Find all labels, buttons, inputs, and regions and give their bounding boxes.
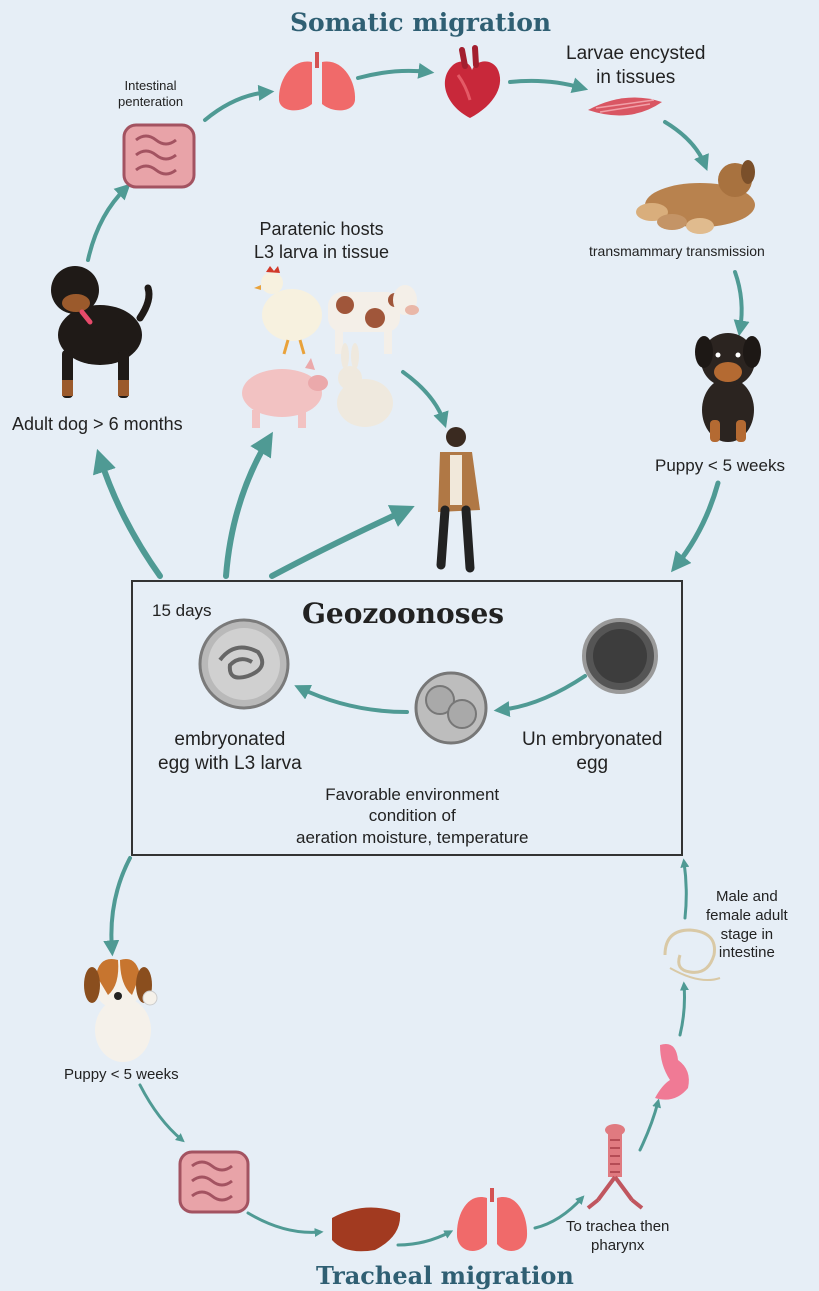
label-intestinal-penetration: Intestinal penteration: [118, 78, 183, 111]
label-favorable-environment: Favorable environment condition of aerat…: [296, 784, 528, 848]
label-trachea-pharynx: To trachea then pharynx: [566, 1218, 669, 1256]
arrow-nursing-to-puppy: [735, 272, 742, 330]
label-male-female-adult: Male and female adult stage in intestine: [706, 888, 788, 963]
human-icon: [438, 427, 480, 568]
beagle-puppy-icon: [84, 959, 157, 1062]
rottweiler-icon: [51, 266, 149, 398]
label-embryonated-egg: embryonated egg with L3 larva: [158, 728, 302, 776]
arrow-intestine-to-liver: [248, 1213, 320, 1232]
label-adult-dog: Adult dog > 6 months: [12, 413, 183, 436]
cow-icon: [328, 285, 419, 354]
somatic-migration-title: Somatic migration: [290, 8, 551, 37]
tracheal-migration-title: Tracheal migration: [316, 1261, 574, 1290]
arrow-dog-to-intestine: [88, 188, 126, 260]
arrow-intestine-to-lungs: [205, 92, 268, 120]
label-transmammary: transmammary transmission: [589, 243, 765, 261]
label-puppy-top: Puppy < 5 weeks: [655, 455, 785, 476]
arrow-box-to-dog: [100, 458, 160, 576]
nursing-dog-icon: [636, 160, 755, 234]
geozoonoses-title: Geozoonoses: [302, 597, 504, 630]
rabbit-icon: [337, 343, 393, 427]
label-puppy-bottom: Puppy < 5 weeks: [64, 1066, 179, 1085]
arrow-liver-to-lungs: [398, 1232, 450, 1245]
muscle-icon: [588, 98, 662, 116]
label-larvae-encysted: Larvae encysted in tissues: [566, 42, 705, 90]
label-paratenic-hosts: Paratenic hosts L3 larva in tissue: [254, 218, 389, 263]
hen-icon: [254, 266, 322, 354]
label-unembryonated-egg: Un embryonated egg: [522, 728, 662, 776]
arrow-box-to-paratenic: [226, 440, 268, 576]
arrow-lungs-to-heart: [358, 71, 428, 78]
label-15-days: 15 days: [152, 600, 212, 621]
puppy-rottweiler-icon: [695, 333, 761, 442]
arrow-paratenic-to-human: [403, 372, 444, 422]
heart-icon: [445, 48, 500, 118]
lungs-icon-bottom: [457, 1188, 527, 1251]
arrow-stomach-to-worm: [680, 985, 685, 1035]
pig-icon: [242, 358, 328, 428]
arrow-box-to-beagle: [111, 858, 130, 950]
intestine-icon-bottom: [180, 1152, 248, 1212]
arrow-worm-to-box: [684, 862, 686, 918]
arrow-beagle-to-intestine: [140, 1085, 182, 1140]
arrow-trachea-to-stomach: [640, 1102, 658, 1150]
lungs-icon: [279, 52, 355, 110]
stomach-icon: [655, 1044, 689, 1100]
liver-icon: [332, 1208, 400, 1252]
arrow-box-to-human: [272, 510, 406, 576]
trachea-icon: [588, 1124, 642, 1208]
arrow-muscle-to-nursing: [665, 122, 705, 165]
intestine-icon-top: [124, 125, 194, 187]
arrow-puppy-to-box: [676, 483, 718, 566]
